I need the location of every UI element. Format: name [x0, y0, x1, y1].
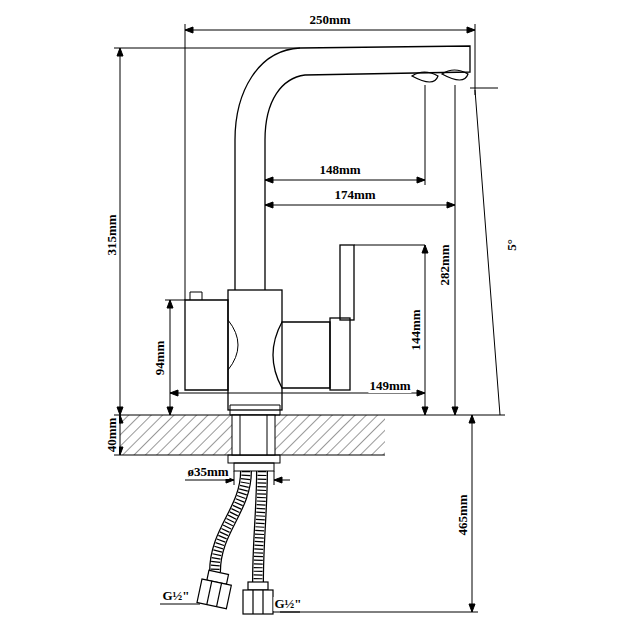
dimension-label: 282mm: [438, 243, 452, 286]
dimension-label: G½": [273, 597, 302, 611]
dimension-label: 148mm: [318, 163, 361, 177]
dimension-label: 94mm: [153, 340, 167, 377]
dimension-label: 149mm: [368, 379, 411, 393]
dimension-label: 144mm: [409, 308, 423, 351]
dimension-label: 40mm: [105, 417, 119, 454]
dimension-label: 315mm: [105, 213, 119, 256]
dimension-label: 250mm: [308, 13, 351, 27]
dimension-label: 174mm: [333, 188, 376, 202]
dimension-label: 5°: [505, 238, 519, 252]
dimension-label: 465mm: [456, 493, 470, 536]
dimension-label: G½": [161, 589, 190, 603]
dimension-label: ø35mm: [186, 465, 229, 479]
